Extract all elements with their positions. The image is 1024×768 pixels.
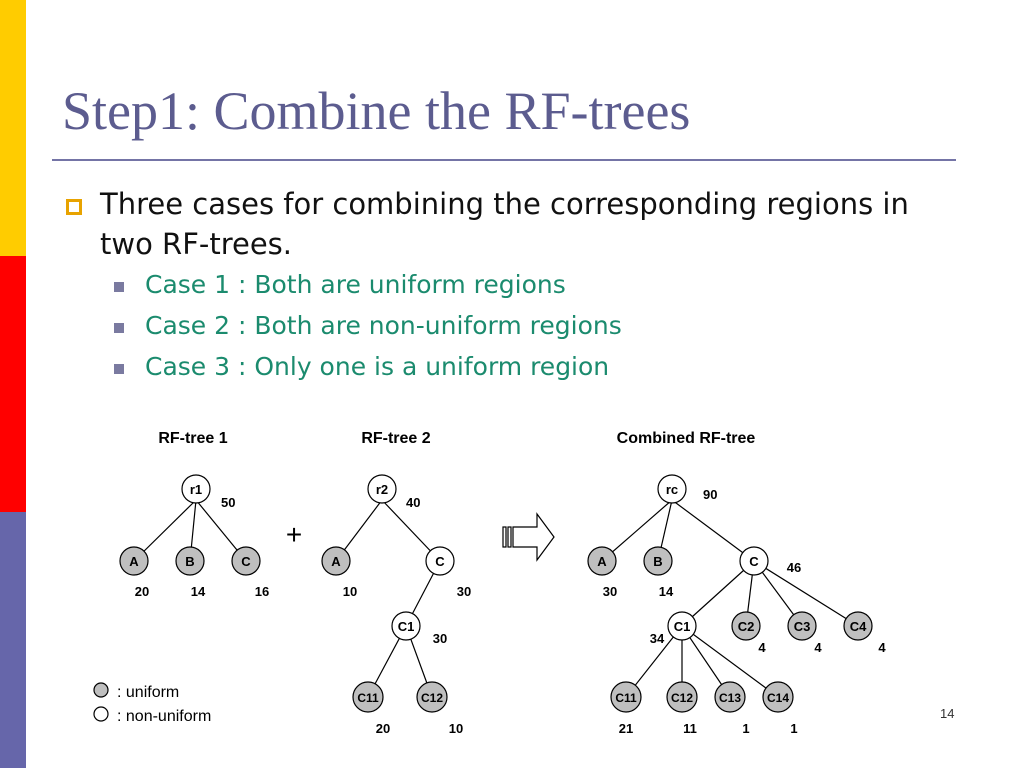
svg-text:C: C xyxy=(241,554,251,569)
combined-node-c2: C2 xyxy=(731,611,761,641)
tree2-node-a-value: 10 xyxy=(343,584,357,599)
combined-node-b-value: 14 xyxy=(659,584,674,599)
left-bar-red xyxy=(0,256,26,512)
combined-node-c14-value: 1 xyxy=(790,721,797,736)
combined-node-c13: C13 xyxy=(714,681,746,713)
tree1-node-a: A xyxy=(119,546,149,576)
tree1-node-b: B xyxy=(175,546,205,576)
sub-bullet-icon xyxy=(114,323,124,333)
combined-node-c4: C4 xyxy=(843,611,873,641)
tree2-node-c12-value: 10 xyxy=(449,721,463,736)
tree2-node-c12: C12 xyxy=(416,681,448,713)
svg-text:C14: C14 xyxy=(767,691,789,705)
svg-text:C1: C1 xyxy=(398,619,415,634)
svg-text:A: A xyxy=(129,554,139,569)
combined-node-a: A xyxy=(587,546,617,576)
title-underline xyxy=(52,159,956,161)
svg-text:C11: C11 xyxy=(615,691,637,705)
svg-text:C12: C12 xyxy=(671,691,693,705)
svg-text:A: A xyxy=(597,554,607,569)
tree2-node-c1: C1 xyxy=(391,611,421,641)
legend-uniform-label: : uniform xyxy=(117,684,179,701)
svg-text:r1: r1 xyxy=(190,482,202,497)
svg-text:A: A xyxy=(331,554,341,569)
svg-text:C11: C11 xyxy=(357,691,379,705)
tree2-root-node: r2 xyxy=(367,474,397,504)
tree1-node-a-value: 20 xyxy=(135,584,149,599)
main-bullet-text: Three cases for combining the correspond… xyxy=(100,187,909,261)
combined-node-c12: C12 xyxy=(666,681,698,713)
sub-bullet-icon xyxy=(114,282,124,292)
svg-text:C2: C2 xyxy=(738,619,755,634)
combined-root-value: 90 xyxy=(703,487,717,502)
combined-root-node: rc xyxy=(657,474,687,504)
case-text: Case 1 : Both are uniform regions xyxy=(145,270,566,299)
tree-edges xyxy=(133,499,859,698)
svg-text:C3: C3 xyxy=(794,619,811,634)
tree2-node-c11: C11 xyxy=(352,681,384,713)
svg-text:C4: C4 xyxy=(850,619,867,634)
legend-nonuniform-label: : non-uniform xyxy=(117,708,211,725)
left-bar-blue xyxy=(0,512,26,768)
combined-node-c3-value: 4 xyxy=(814,640,822,655)
tree1-root-node: r1 xyxy=(181,474,211,504)
sub-bullet-icon xyxy=(114,364,124,374)
svg-text:rc: rc xyxy=(666,482,678,497)
svg-text:C: C xyxy=(749,554,759,569)
case-text: Case 3 : Only one is a uniform region xyxy=(145,352,610,381)
plus-sign: + xyxy=(286,519,302,550)
svg-text:B: B xyxy=(185,554,194,569)
tree1-root-value: 50 xyxy=(221,495,235,510)
combined-node-c14: C14 xyxy=(762,681,794,713)
combined-node-c3: C3 xyxy=(787,611,817,641)
combined-node-c1: C1 xyxy=(667,611,697,641)
combined-node-c11: C11 xyxy=(610,681,642,713)
tree2-node-c11-value: 20 xyxy=(376,721,390,736)
legend-nonuniform-swatch xyxy=(93,706,109,722)
svg-text:B: B xyxy=(653,554,662,569)
combined-node-c2-value: 4 xyxy=(758,640,766,655)
svg-text:r2: r2 xyxy=(376,482,388,497)
combined-node-c13-value: 1 xyxy=(742,721,749,736)
combined-tree-label: Combined RF-tree xyxy=(617,430,756,447)
svg-text:C: C xyxy=(435,554,445,569)
left-bar-yellow xyxy=(0,0,26,256)
bullet-square-icon xyxy=(66,199,82,215)
rf-tree-2-label: RF-tree 2 xyxy=(361,430,430,447)
tree2-node-c1-value: 30 xyxy=(433,631,447,646)
case-text: Case 2 : Both are non-uniform regions xyxy=(145,311,622,340)
combined-node-c-value: 46 xyxy=(787,560,801,575)
tree2-root-value: 40 xyxy=(406,495,420,510)
tree1-node-c: C xyxy=(231,546,261,576)
combined-node-c4-value: 4 xyxy=(878,640,886,655)
combined-node-c1-value: 34 xyxy=(650,631,665,646)
svg-text:C1: C1 xyxy=(674,619,691,634)
combined-node-c12-value: 11 xyxy=(683,721,697,736)
combined-node-c: C xyxy=(739,546,769,576)
tree1-node-c-value: 16 xyxy=(255,584,269,599)
tree2-node-a: A xyxy=(321,546,351,576)
slide-title: Step1: Combine the RF-trees xyxy=(62,81,691,141)
right-arrow-icon xyxy=(502,512,555,562)
legend-uniform-swatch xyxy=(93,682,109,698)
svg-text:C13: C13 xyxy=(719,691,741,705)
combined-node-c11-value: 21 xyxy=(619,721,633,736)
slide-number: 14 xyxy=(940,706,955,721)
tree1-node-b-value: 14 xyxy=(191,584,206,599)
tree2-node-c: C xyxy=(425,546,455,576)
svg-text:C12: C12 xyxy=(421,691,443,705)
combined-node-a-value: 30 xyxy=(603,584,617,599)
rf-tree-1-label: RF-tree 1 xyxy=(158,430,227,447)
tree2-node-c-value: 30 xyxy=(457,584,471,599)
combined-node-b: B xyxy=(643,546,673,576)
